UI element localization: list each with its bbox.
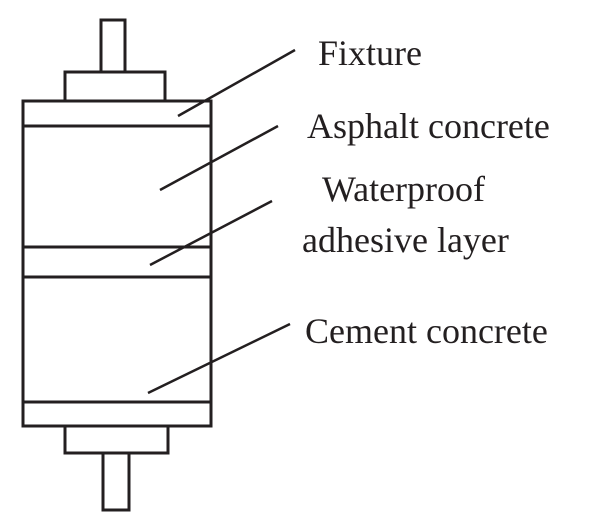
bottom-fixture-assembly [63,424,170,512]
bottom-rod [101,451,131,512]
asphalt-leader-line [159,124,279,192]
waterproof-label-line1: Waterproof [322,169,485,209]
top-fixture-assembly [63,18,167,103]
leader-lines [147,48,296,395]
top-cap [63,70,167,103]
asphalt-concrete-label: Asphalt concrete [307,106,550,146]
cement-concrete-label: Cement concrete [305,311,548,351]
labels: Fixture Asphalt concrete Waterproof adhe… [302,33,550,351]
fixture-label: Fixture [318,33,422,73]
waterproof-leader-line [149,199,273,267]
cement-leader-line [147,322,291,395]
top-rod [99,18,127,74]
fixture-leader-line [177,48,296,118]
bottom-cap [63,424,170,455]
waterproof-label-line2: adhesive layer [302,220,509,260]
